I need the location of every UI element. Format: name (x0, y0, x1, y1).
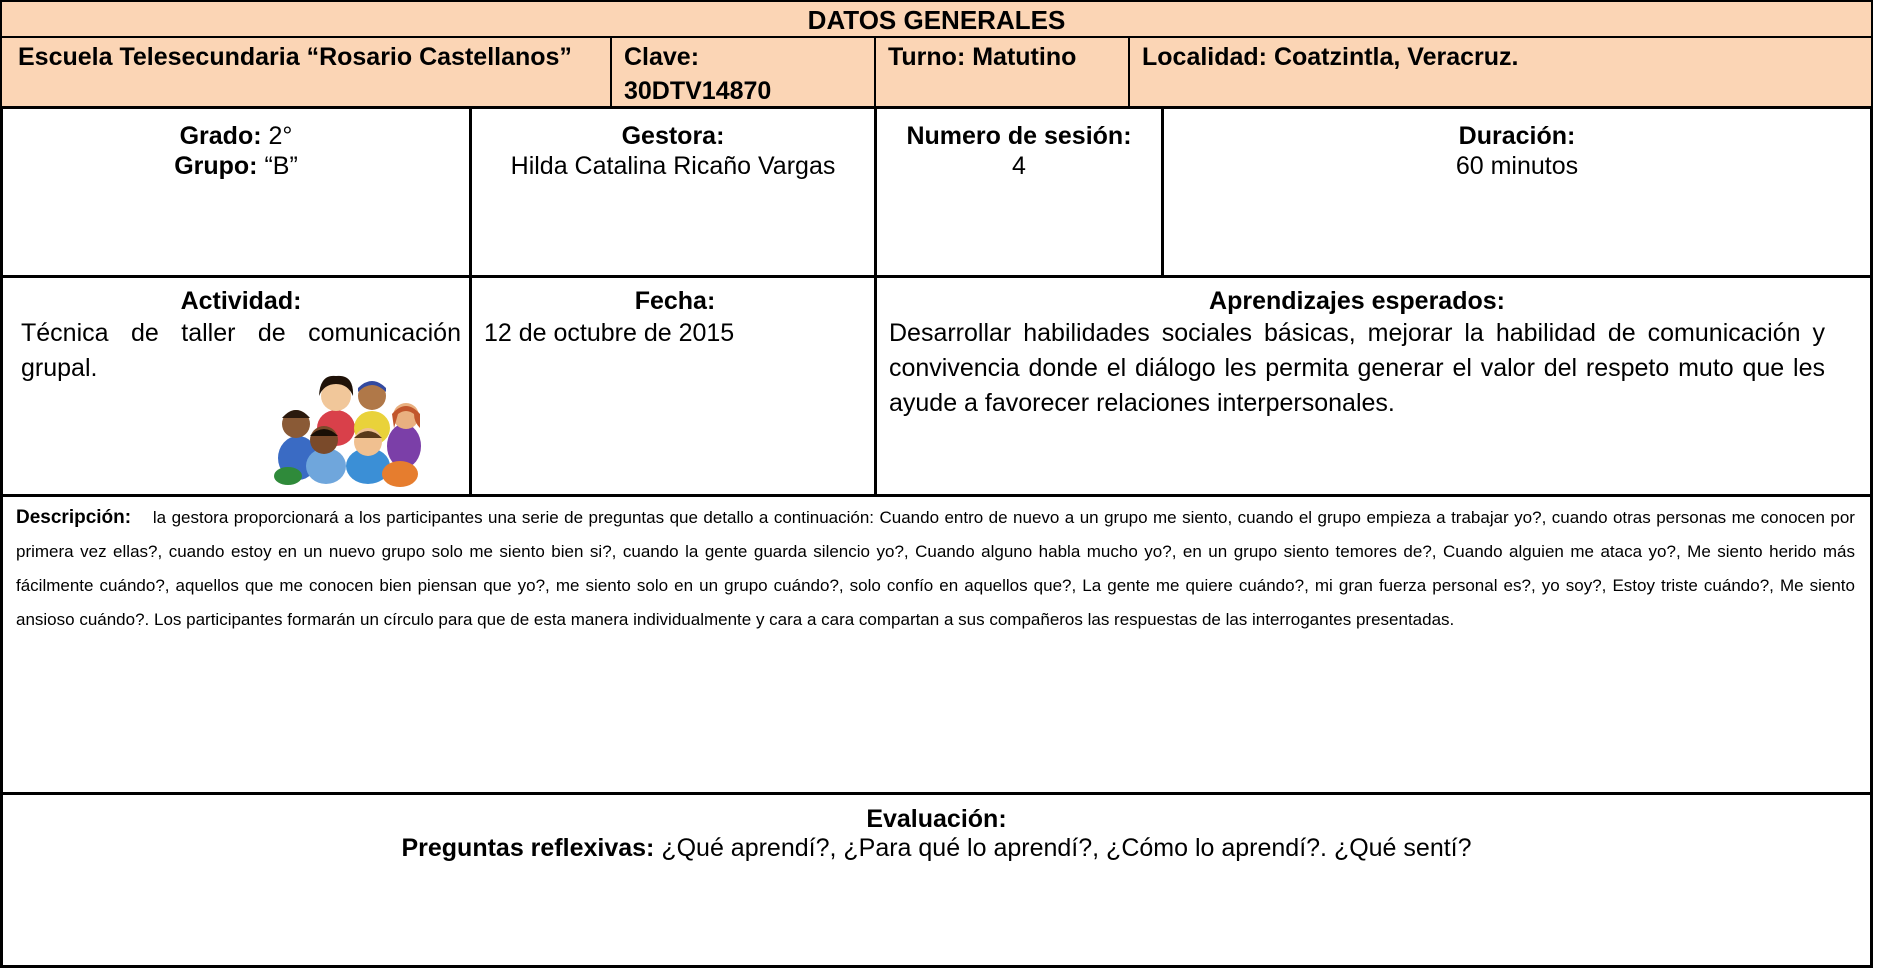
evaluacion-cell: Evaluación: Preguntas reflexivas: ¿Qué a… (0, 792, 1873, 968)
localidad-cell: Localidad: Coatzintla, Veracruz. (1128, 36, 1873, 108)
fecha-label: Fecha: (634, 287, 716, 315)
grado-grupo-cell: Grado: 2° Grupo: “B” (0, 106, 472, 278)
aprendizajes-label: Aprendizajes esperados: (1209, 287, 1505, 315)
clave-value: 30DTV14870 (624, 77, 772, 105)
school-name: Escuela Telesecundaria “Rosario Castella… (0, 36, 612, 108)
fecha-value: 12 de octubre de 2015 (484, 319, 735, 347)
sesion-cell: Numero de sesión: 4 (874, 106, 1164, 278)
gestora-cell: Gestora: Hilda Catalina Ricaño Vargas (469, 106, 877, 278)
descripcion-text: la gestora proporcionará a los participa… (16, 508, 1855, 629)
sesion-value: 4 (1012, 152, 1026, 180)
preguntas-reflexivas-value: ¿Qué aprendí?, ¿Para qué lo aprendí?, ¿C… (654, 834, 1472, 862)
actividad-cell: Actividad: Técnica de taller de comunica… (0, 275, 472, 497)
clave-cell: Clave: 30DTV14870 (610, 36, 876, 108)
grupo-label: Grupo: (174, 152, 258, 180)
duracion-value: 60 minutos (1455, 152, 1579, 180)
clave-label: Clave: (624, 43, 700, 71)
aprendizajes-cell: Aprendizajes esperados: Desarrollar habi… (874, 275, 1873, 497)
descripcion-label: Descripción: (16, 507, 132, 528)
aprendizajes-value: Desarrollar habilidades sociales básicas… (889, 319, 1825, 417)
actividad-label: Actividad: (180, 287, 302, 315)
school-name-text: Escuela Telesecundaria “Rosario Castella… (18, 43, 572, 71)
duracion-cell: Duración: 60 minutos (1161, 106, 1873, 278)
descripcion-cell: Descripción: la gestora proporcionará a … (0, 494, 1873, 795)
gestora-value: Hilda Catalina Ricaño Vargas (510, 152, 836, 180)
actividad-value: Técnica de taller de comunicación grupal… (21, 319, 461, 382)
sesion-label: Numero de sesión: (906, 122, 1132, 150)
grado-value: 2° (261, 122, 293, 150)
turno-text: Turno: Matutino (888, 43, 1077, 71)
evaluacion-label: Evaluación: (866, 805, 1007, 833)
datos-generales-title: DATOS GENERALES (0, 0, 1873, 38)
localidad-text: Localidad: Coatzintla, Veracruz. (1142, 43, 1519, 71)
turno-cell: Turno: Matutino (874, 36, 1130, 108)
children-circle-image (274, 375, 421, 487)
preguntas-reflexivas-label: Preguntas reflexivas: (401, 834, 655, 862)
duracion-label: Duración: (1458, 122, 1576, 150)
grado-label: Grado: (179, 122, 262, 150)
gestora-label: Gestora: (621, 122, 725, 150)
fecha-cell: Fecha: 12 de octubre de 2015 (469, 275, 877, 497)
grupo-value: “B” (257, 152, 298, 180)
